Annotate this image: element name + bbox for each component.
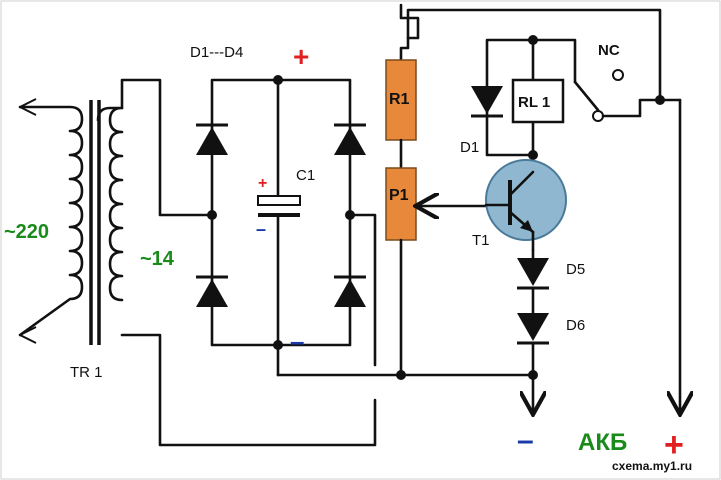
relay-diode-label: D1 bbox=[460, 139, 479, 156]
d6-label: D6 bbox=[566, 317, 585, 334]
p1-label: P1 bbox=[389, 187, 409, 204]
bridge-plus-label: + bbox=[293, 41, 309, 72]
transistor-t1 bbox=[484, 159, 567, 241]
resistor-r1 bbox=[385, 59, 417, 141]
minus-bus-label: – bbox=[290, 326, 304, 356]
transformer-label: TR 1 bbox=[70, 364, 103, 381]
mains-label: ~220 bbox=[4, 221, 49, 243]
transistor-label: T1 bbox=[472, 232, 490, 249]
r1-label: R1 bbox=[389, 91, 410, 108]
nc-label: NC bbox=[598, 42, 620, 59]
cap-plus-label: + bbox=[258, 175, 267, 192]
diode-bridge bbox=[196, 75, 366, 350]
bridge-label: D1---D4 bbox=[190, 44, 243, 61]
battery-plus-label: + bbox=[664, 426, 684, 464]
secondary-label: ~14 bbox=[140, 248, 175, 270]
relay-rl1 bbox=[511, 78, 565, 124]
relay-label: RL 1 bbox=[518, 94, 550, 111]
d5-label: D5 bbox=[566, 261, 585, 278]
battery-label: АКБ bbox=[578, 429, 627, 456]
transformer bbox=[18, 98, 124, 345]
potentiometer-p1 bbox=[385, 167, 417, 241]
watermark: cxema.my1.ru bbox=[612, 459, 692, 473]
cap-minus-label: – bbox=[256, 219, 266, 239]
cap-label: C1 bbox=[296, 167, 315, 184]
battery-minus-label: – bbox=[517, 424, 534, 457]
capacitor-c1 bbox=[257, 78, 301, 377]
